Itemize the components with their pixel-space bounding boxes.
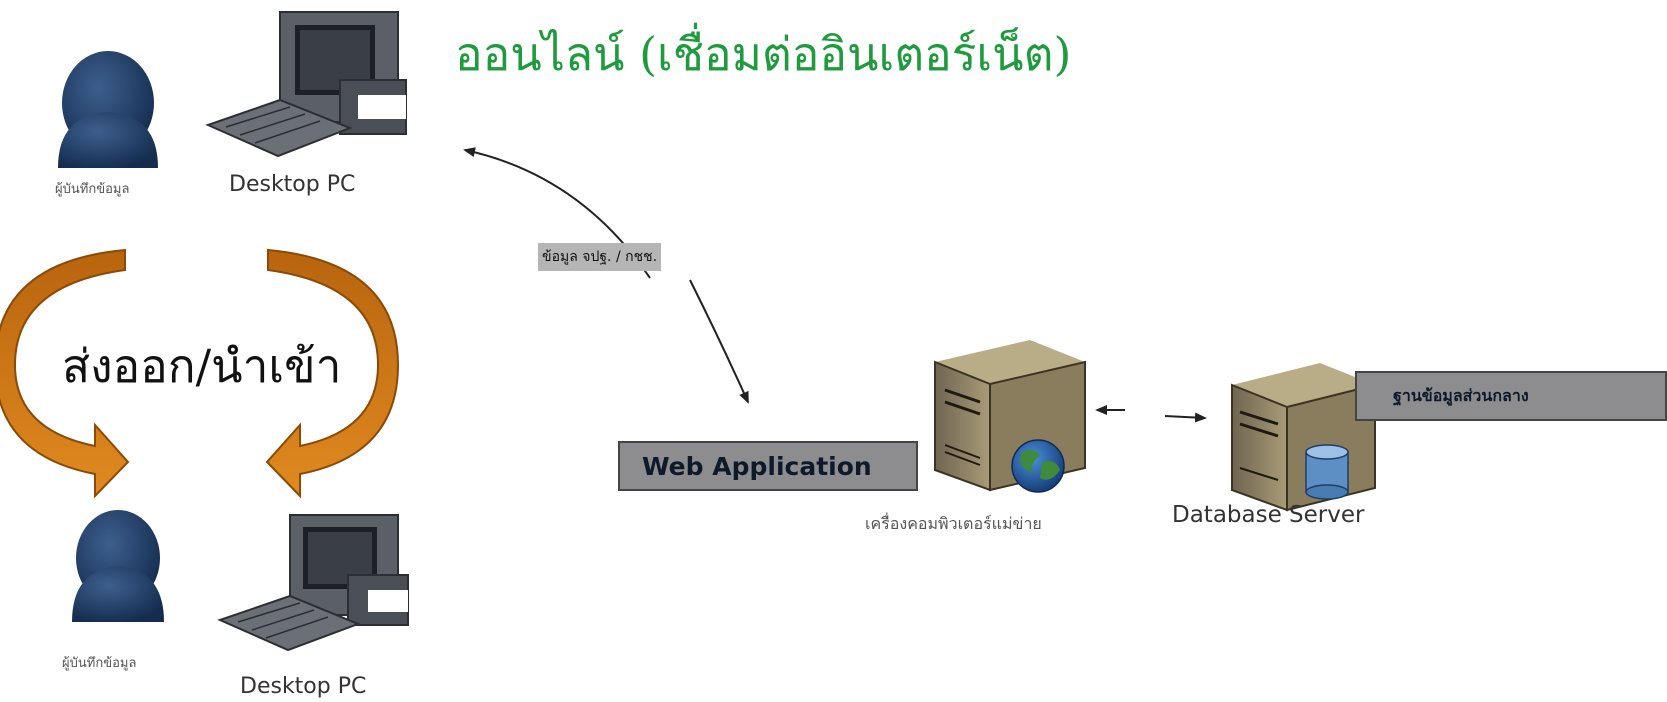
export-import-label: ส่งออก/นำเข้า: [62, 339, 342, 393]
top-pc-caption: Desktop PC: [229, 172, 356, 197]
bottom-pc-caption: Desktop PC: [240, 674, 367, 699]
server-link-arrow: [1164, 412, 1207, 423]
page-title: ออนไลน์ (เชื่อมต่ออินเตอร์เน็ต): [455, 27, 1072, 81]
online-connection-arrow: [689, 279, 749, 404]
database-server-caption: Database Server: [1172, 502, 1365, 528]
desktop-pc-icon: [217, 514, 409, 652]
bottom-person-caption: ผู้บันทึกข้อมูล: [62, 656, 137, 671]
person-icon: [72, 510, 164, 622]
globe-icon: [1011, 439, 1065, 493]
cycle-right-arrow-icon: [265, 248, 400, 499]
person-icon: [58, 51, 158, 168]
top-person-caption: ผู้บันทึกข้อมูล: [55, 182, 130, 197]
cycle-left-arrow-icon: [0, 248, 130, 499]
data-flow-label: ข้อมูล จปฐ. / กชช.: [538, 243, 662, 271]
database-cylinder-icon: [1305, 444, 1349, 500]
desktop-pc-icon: [205, 11, 407, 158]
database-server-icon: [1231, 363, 1376, 512]
web-application-box: Web Application: [618, 441, 918, 491]
web-server-caption: เครื่องคอมพิวเตอร์แม่ข่าย: [865, 514, 1042, 533]
central-database-box: ฐานข้อมูลส่วนกลาง: [1355, 371, 1667, 421]
